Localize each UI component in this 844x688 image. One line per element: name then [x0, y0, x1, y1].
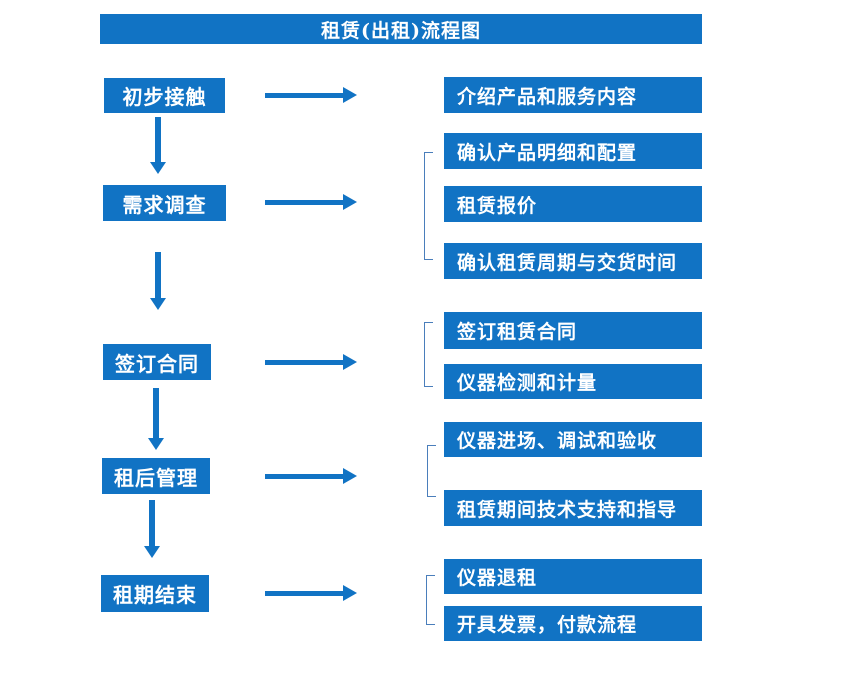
down-arrow-1: [150, 117, 166, 174]
arrow-shaft: [153, 388, 159, 438]
arrow-shaft: [265, 199, 343, 205]
arrow-head: [150, 298, 166, 310]
arrow-head: [343, 87, 357, 103]
right-arrow-2: [265, 194, 357, 210]
arrow-head: [343, 354, 357, 370]
down-arrow-3: [148, 388, 164, 450]
right-arrow-1: [265, 87, 357, 103]
down-arrow-2: [150, 252, 166, 310]
arrow-shaft: [265, 92, 343, 98]
arrow-shaft: [155, 252, 161, 298]
arrow-shaft: [149, 500, 155, 546]
stage-sign-contract: 签订合同: [103, 344, 211, 380]
stage-rental-end: 租期结束: [101, 575, 209, 612]
stage-needs-survey: 需求调查: [103, 185, 226, 221]
detail-rental-quote: 租赁报价: [444, 186, 702, 222]
arrow-head: [343, 468, 357, 484]
right-arrow-3: [265, 354, 357, 370]
detail-instrument-entry-debug-acceptance: 仪器进场、调试和验收: [444, 422, 702, 457]
right-arrow-5: [265, 585, 357, 601]
right-arrow-4: [265, 468, 357, 484]
arrow-head: [150, 162, 166, 174]
bracket-post-rental-group: [427, 445, 436, 497]
detail-instrument-testing-metering: 仪器检测和计量: [444, 364, 702, 399]
arrow-head: [343, 585, 357, 601]
arrow-head: [144, 546, 160, 558]
arrow-head: [343, 194, 357, 210]
bracket-sign-contract-group: [424, 322, 433, 387]
stage-post-rental-management: 租后管理: [102, 458, 210, 494]
down-arrow-4: [144, 500, 160, 558]
arrow-shaft: [265, 359, 343, 365]
detail-instrument-return: 仪器退租: [444, 559, 702, 594]
arrow-shaft: [265, 473, 343, 479]
arrow-head: [148, 438, 164, 450]
arrow-shaft: [155, 117, 161, 162]
diagram-title: 租赁(出租)流程图: [100, 14, 702, 44]
bracket-rental-end-group: [426, 575, 435, 625]
detail-confirm-product-config: 确认产品明细和配置: [444, 133, 702, 169]
arrow-shaft: [265, 590, 343, 596]
detail-invoice-payment-process: 开具发票，付款流程: [444, 606, 702, 641]
stage-initial-contact: 初步接触: [104, 78, 225, 113]
bracket-needs-survey-group: [424, 152, 433, 260]
detail-introduce-products-services: 介绍产品和服务内容: [444, 77, 702, 113]
detail-sign-rental-contract: 签订租赁合同: [444, 312, 702, 349]
detail-rental-period-tech-support: 租赁期间技术支持和指导: [444, 490, 702, 526]
detail-confirm-rental-period-delivery: 确认租赁周期与交货时间: [444, 243, 702, 279]
